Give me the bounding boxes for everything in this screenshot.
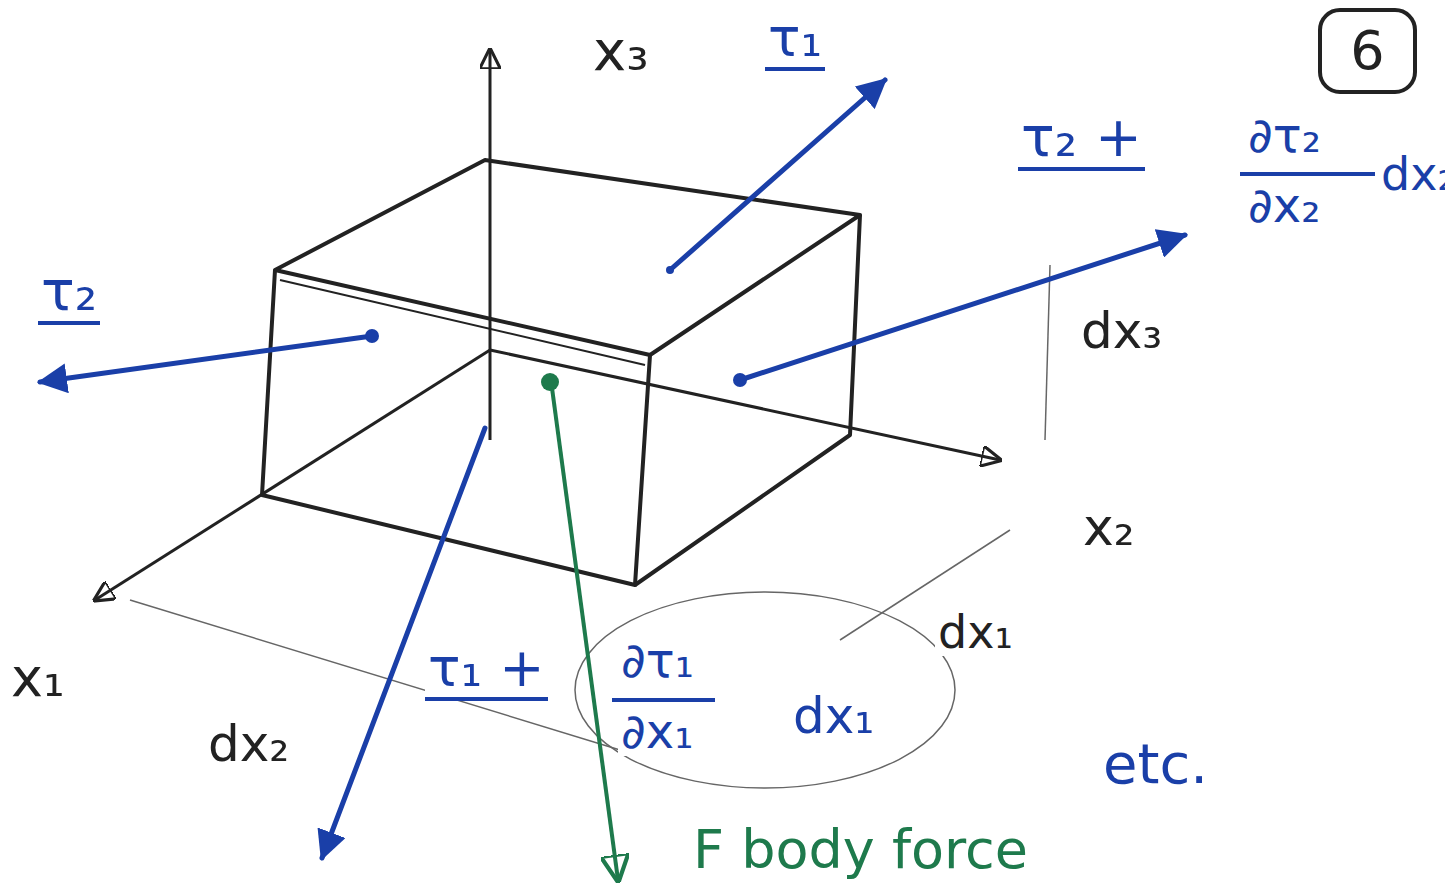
- body-force-vector: [541, 373, 618, 880]
- dimension-label: dx₁: [935, 608, 1016, 656]
- derivative-denominator: ∂x₂: [1245, 180, 1323, 230]
- axis-label: x₁: [8, 650, 68, 707]
- stress-label: τ₂ +: [1018, 108, 1145, 171]
- stress-label: τ₁ +: [425, 640, 548, 701]
- axis-label: x₂: [1080, 500, 1138, 555]
- page-number: 6: [1350, 24, 1384, 78]
- differential-label: dx₁: [790, 690, 877, 743]
- differential-label: dx₂: [1378, 150, 1445, 198]
- traction-vectors: [40, 80, 1185, 858]
- dimension-label: dx₃: [1078, 305, 1165, 358]
- fraction-bars: [612, 174, 1375, 700]
- dimension-label: dx₂: [205, 718, 292, 771]
- body-force-label: F body force: [690, 822, 1031, 879]
- dimension-lines: [130, 265, 1050, 788]
- note-label: etc.: [1100, 735, 1211, 794]
- stress-label: τ₂: [38, 262, 100, 325]
- derivative-numerator: ∂τ₂: [1245, 110, 1324, 160]
- application-points: [365, 266, 747, 387]
- derivative-denominator: ∂x₁: [618, 706, 696, 756]
- axis-label: x₃: [590, 22, 652, 81]
- derivative-numerator: ∂τ₁: [618, 635, 697, 685]
- coordinate-axes: [95, 50, 1000, 600]
- page-number-box: 6: [1318, 8, 1417, 94]
- stress-label: τ₁: [765, 10, 825, 71]
